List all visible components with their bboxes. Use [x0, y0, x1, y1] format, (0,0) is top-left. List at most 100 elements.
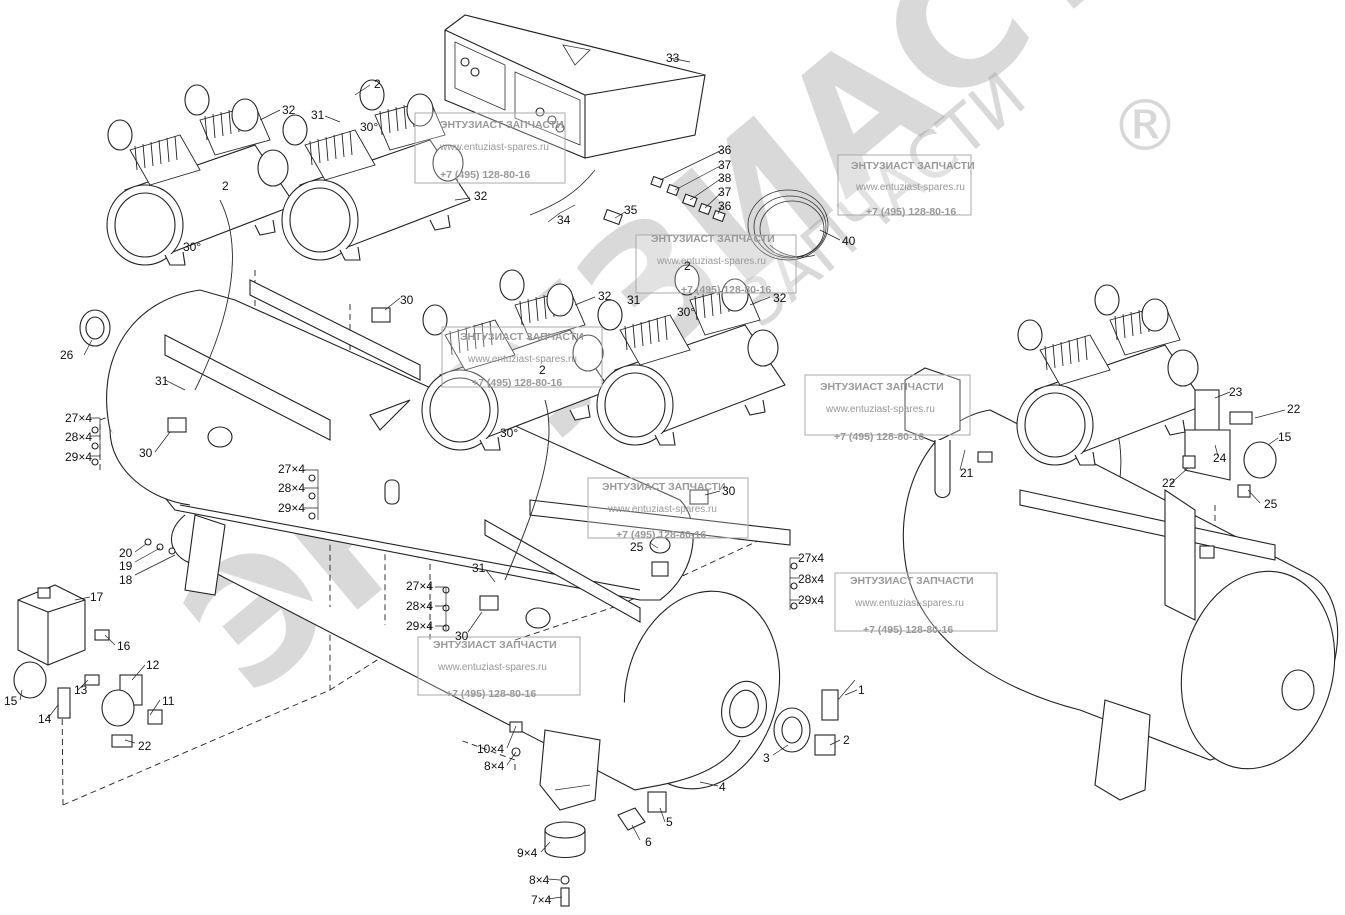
stamp-2-line1: ЭНТУЗИАСТ ЗАПЧАСТИ — [851, 160, 975, 172]
stamp-3-line2: www.entuziast-spares.ru — [656, 256, 766, 267]
callout-37-bottom: 37 — [718, 185, 732, 199]
stamp-5-line3: +7 (495) 128-80-16 — [834, 431, 924, 443]
stamp-4: ЭНТУЗИАСТ ЗАПЧАСТИ www.entuziast-spares.… — [441, 326, 603, 389]
callout-27-a: 27×4 — [65, 411, 92, 425]
callout-14: 14 — [38, 712, 52, 726]
stamp-6-line1: ЭНТУЗИАСТ ЗАПЧАСТИ — [602, 481, 726, 493]
callout-13: 13 — [74, 683, 88, 697]
callout-11: 11 — [162, 694, 175, 708]
callout-36-top: 36 — [718, 143, 732, 157]
callout-40: 40 — [842, 234, 856, 248]
callout-31-top: 31 — [311, 108, 325, 122]
callout-30-a: 30 — [400, 293, 414, 307]
callout-2-front: 2 — [843, 733, 850, 747]
callout-31-center: 31 — [627, 293, 641, 307]
drain-valve-parts — [773, 679, 856, 756]
stamp-1: ЭНТУЗИАСТ ЗАПЧАСТИ www.entuziast-spares.… — [414, 112, 566, 184]
callout-7: 7×4 — [531, 893, 552, 907]
regulator-left — [57, 629, 163, 748]
callout-31-lower: 31 — [472, 561, 486, 575]
callout-2-top: 2 — [374, 77, 381, 91]
stamp-8-line2: www.entuziast-spares.ru — [437, 662, 547, 673]
stamp-2-line2: www.entuziast-spares.ru — [855, 182, 965, 193]
callout-33: 33 — [666, 51, 680, 65]
callout-6: 6 — [645, 835, 652, 849]
tank-bottom-parts — [509, 721, 667, 907]
callout-28-b: 28×4 — [278, 481, 305, 495]
callout-1: 1 — [858, 683, 865, 697]
mounting-brackets-left — [164, 279, 791, 623]
callout-21: 21 — [960, 466, 974, 480]
stamp-6-line3: +7 (495) 128-80-16 — [616, 529, 706, 541]
pump-left-1 — [106, 84, 296, 266]
stamp-6: ЭНТУЗИАСТ ЗАПЧАСТИ www.entuziast-spares.… — [587, 477, 749, 541]
stamp-3-line1: ЭНТУЗИАСТ ЗАПЧАСТИ — [651, 233, 775, 245]
stamp-3: ЭНТУЗИАСТ ЗАПЧАСТИ www.entuziast-spares.… — [635, 233, 797, 296]
callout-30-c: 30 — [455, 629, 469, 643]
callout-23: 23 — [1229, 385, 1243, 399]
callout-12: 12 — [146, 658, 160, 672]
fittings-left — [79, 307, 798, 632]
watermark-registered-mark: ® — [1110, 85, 1180, 167]
callout-38: 38 — [718, 171, 732, 185]
callout-26: 26 — [60, 348, 74, 362]
pressure-switch-left — [13, 584, 86, 699]
callout-10: 10×4 — [477, 742, 504, 756]
stamp-4-line3: +7 (495) 128-80-16 — [472, 377, 562, 389]
callout-28-c: 28×4 — [406, 599, 433, 613]
callout-29-b: 29×4 — [278, 501, 305, 515]
callout-20: 20 — [119, 546, 133, 560]
callout-37-top: 37 — [718, 158, 732, 172]
angle-30-left: 30° — [183, 240, 201, 254]
callout-19: 19 — [119, 559, 133, 573]
callout-16: 16 — [117, 639, 131, 653]
pump-right — [1016, 284, 1206, 466]
callout-2: 2 — [539, 363, 546, 377]
stamp-1-line3: +7 (495) 128-80-16 — [440, 169, 530, 181]
callout-22-left: 22 — [138, 739, 152, 753]
callout-35: 35 — [624, 203, 638, 217]
callout-5: 5 — [666, 815, 673, 829]
callout-25-right: 25 — [1264, 497, 1278, 511]
angle-30-center: 30° — [677, 305, 695, 319]
callout-3: 3 — [763, 751, 770, 765]
stamp-2-line3: +7 (495) 128-80-16 — [866, 206, 956, 218]
callout-36-bottom: 36 — [718, 199, 732, 213]
callout-22-right-low: 22 — [1162, 476, 1176, 490]
callout-labels: 33 34 35 36 37 38 37 36 40 32 32 32 32 2… — [4, 51, 1301, 907]
stamp-6-line2: www.entuziast-spares.ru — [607, 504, 717, 515]
callout-28-d: 28x4 — [798, 572, 824, 586]
callout-8-lower: 8×4 — [529, 873, 550, 887]
callout-27-b: 27×4 — [278, 462, 305, 476]
callout-29-a: 29×4 — [65, 450, 92, 464]
stamp-1-line1: ЭНТУЗИАСТ ЗАПЧАСТИ — [440, 119, 564, 131]
callout-28-a: 28×4 — [65, 430, 92, 444]
angle-30-lower: 30° — [500, 426, 518, 440]
right-tank-parts — [904, 367, 1277, 559]
callout-32-d: 32 — [773, 291, 787, 305]
callout-24: 24 — [1213, 451, 1227, 465]
callout-27-c: 27×4 — [406, 579, 433, 593]
stamp-7-line1: ЭНТУЗИАСТ ЗАПЧАСТИ — [850, 575, 974, 587]
callout-2-left: 2 — [222, 179, 229, 193]
callout-17: 17 — [90, 590, 104, 604]
callout-32-b: 32 — [474, 189, 488, 203]
callout-32-a: 32 — [282, 103, 296, 117]
stamp-8-line1: ЭНТУЗИАСТ ЗАПЧАСТИ — [433, 639, 557, 651]
callout-31-left: 31 — [155, 374, 169, 388]
stamp-2: ЭНТУЗИАСТ ЗАПЧАСТИ www.entuziast-spares.… — [837, 154, 975, 218]
callout-15-right: 15 — [1278, 430, 1292, 444]
stamp-5: ЭНТУЗИАСТ ЗАПЧАСТИ www.entuziast-spares.… — [804, 374, 971, 443]
stamp-8: ЭНТУЗИАСТ ЗАПЧАСТИ www.entuziast-spares.… — [417, 636, 581, 700]
callout-30-b: 30 — [139, 446, 153, 460]
callout-22-right: 22 — [1287, 402, 1301, 416]
stamp-4-line1: ЭНТУЗИАСТ ЗАПЧАСТИ — [460, 331, 584, 343]
stamp-7: ЭНТУЗИАСТ ЗАПЧАСТИ www.entuziast-spares.… — [834, 572, 998, 636]
stamp-4-line2: www.entuziast-spares.ru — [467, 354, 577, 365]
callout-18: 18 — [119, 573, 133, 587]
callout-9: 9×4 — [517, 846, 538, 860]
callout-29-d: 29x4 — [798, 593, 824, 607]
stamp-3-line3: +7 (495) 128-80-16 — [681, 284, 771, 296]
left-receiver-tank — [106, 289, 781, 811]
stamp-7-line2: www.entuziast-spares.ru — [854, 598, 964, 609]
